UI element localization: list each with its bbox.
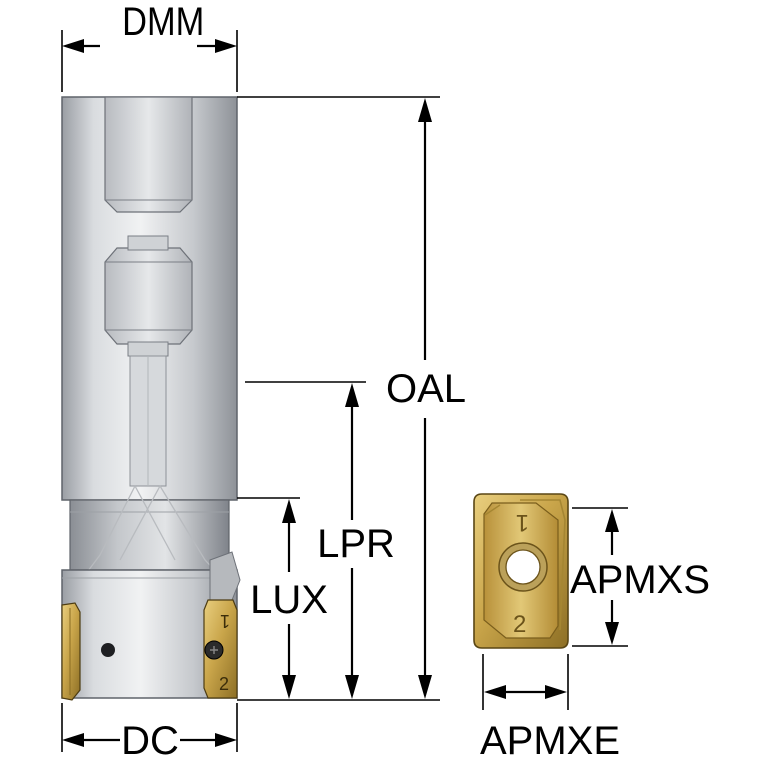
oal-arrow-bottom — [418, 675, 432, 699]
dmm-arrow-left — [62, 39, 84, 53]
insert-center-hole — [505, 549, 541, 585]
dimension-labels: DMM OAL LPR LUX DC APMXS APMXE — [121, 0, 710, 763]
svg-text:1: 1 — [220, 611, 230, 631]
dimension-lines — [62, 39, 619, 747]
end-mill-body: 1 2 — [61, 96, 241, 701]
lux-arrow-bottom — [282, 675, 296, 699]
insert-left — [61, 602, 81, 701]
dc-arrow-left — [62, 733, 84, 747]
label-lpr: LPR — [317, 522, 395, 566]
apmxs-arrow-bottom — [605, 622, 619, 645]
flat-neck — [127, 235, 169, 251]
dmm-arrow-right — [215, 39, 237, 53]
insert-mark-top: 1 — [516, 509, 529, 536]
label-dmm: DMM — [122, 0, 204, 44]
lpr-arrow-top — [345, 383, 359, 407]
svg-text:2: 2 — [219, 674, 229, 694]
label-apmxe: APMXE — [480, 719, 620, 763]
label-apmxs: APMXS — [570, 558, 710, 602]
insert-detail: 1 2 — [473, 493, 569, 649]
dc-arrow-right — [215, 733, 237, 747]
lux-arrow-top — [282, 499, 296, 523]
label-lux: LUX — [250, 578, 328, 622]
extension-lines — [61, 30, 628, 752]
insert-mark-bottom: 2 — [513, 611, 526, 638]
label-dc: DC — [121, 719, 179, 763]
lpr-arrow-bottom — [345, 675, 359, 699]
apmxe-arrow-right — [545, 685, 567, 699]
label-oal: OAL — [386, 367, 466, 411]
apmxs-arrow-top — [605, 509, 619, 532]
weldon-flat-upper — [104, 96, 193, 213]
apmxe-arrow-left — [484, 685, 506, 699]
coolant-hole — [101, 643, 115, 657]
chip-pocket — [209, 551, 241, 606]
oal-arrow-top — [418, 98, 432, 122]
